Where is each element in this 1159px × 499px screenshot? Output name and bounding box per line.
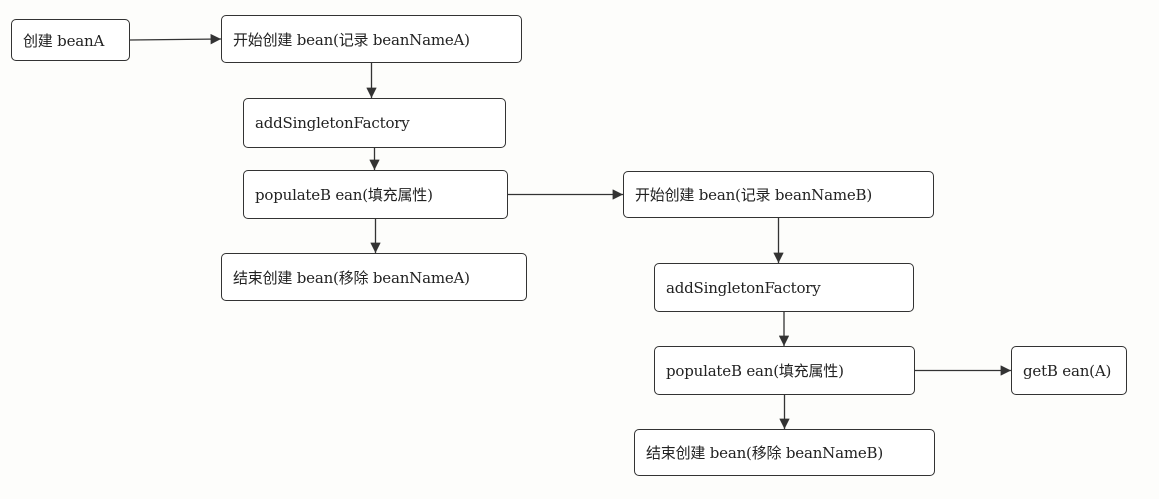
end-create-bean-b-node: 结束创建 bean(移除 beanNameB) [634, 429, 935, 476]
end-create-bean-a-node: 结束创建 bean(移除 beanNameA) [221, 253, 527, 301]
add-singleton-factory-a-node: addSingletonFactory [243, 98, 506, 148]
start-create-bean-b-label: 开始创建 bean(记录 beanNameB) [635, 186, 872, 204]
start-create-bean-a-label: 开始创建 bean(记录 beanNameA) [233, 30, 470, 49]
populate-bean-a-node: populateB ean(填充属性) [243, 170, 508, 219]
add-singleton-factory-a-label: addSingletonFactory [255, 114, 410, 132]
populate-bean-b-node: populateB ean(填充属性) [654, 346, 915, 395]
end-create-bean-a-label: 结束创建 bean(移除 beanNameA) [233, 268, 470, 287]
add-singleton-factory-b-node: addSingletonFactory [654, 263, 914, 312]
start-create-bean-b-node: 开始创建 bean(记录 beanNameB) [623, 171, 934, 218]
arrow-create-bean-a-to-start-create-a [129, 33, 222, 45]
end-create-bean-b-label: 结束创建 bean(移除 beanNameB) [646, 444, 883, 462]
add-singleton-factory-b-label: addSingletonFactory [666, 278, 821, 297]
create-bean-a-label: 创建 beanA [23, 31, 105, 50]
get-bean-a-node: getB ean(A) [1011, 346, 1127, 395]
start-create-bean-a-node: 开始创建 bean(记录 beanNameA) [221, 15, 522, 63]
populate-bean-b-label: populateB ean(填充属性) [666, 362, 844, 380]
create-bean-a-node: 创建 beanA [11, 19, 130, 61]
populate-bean-a-label: populateB ean(填充属性) [255, 186, 433, 204]
get-bean-a-label: getB ean(A) [1023, 361, 1112, 380]
